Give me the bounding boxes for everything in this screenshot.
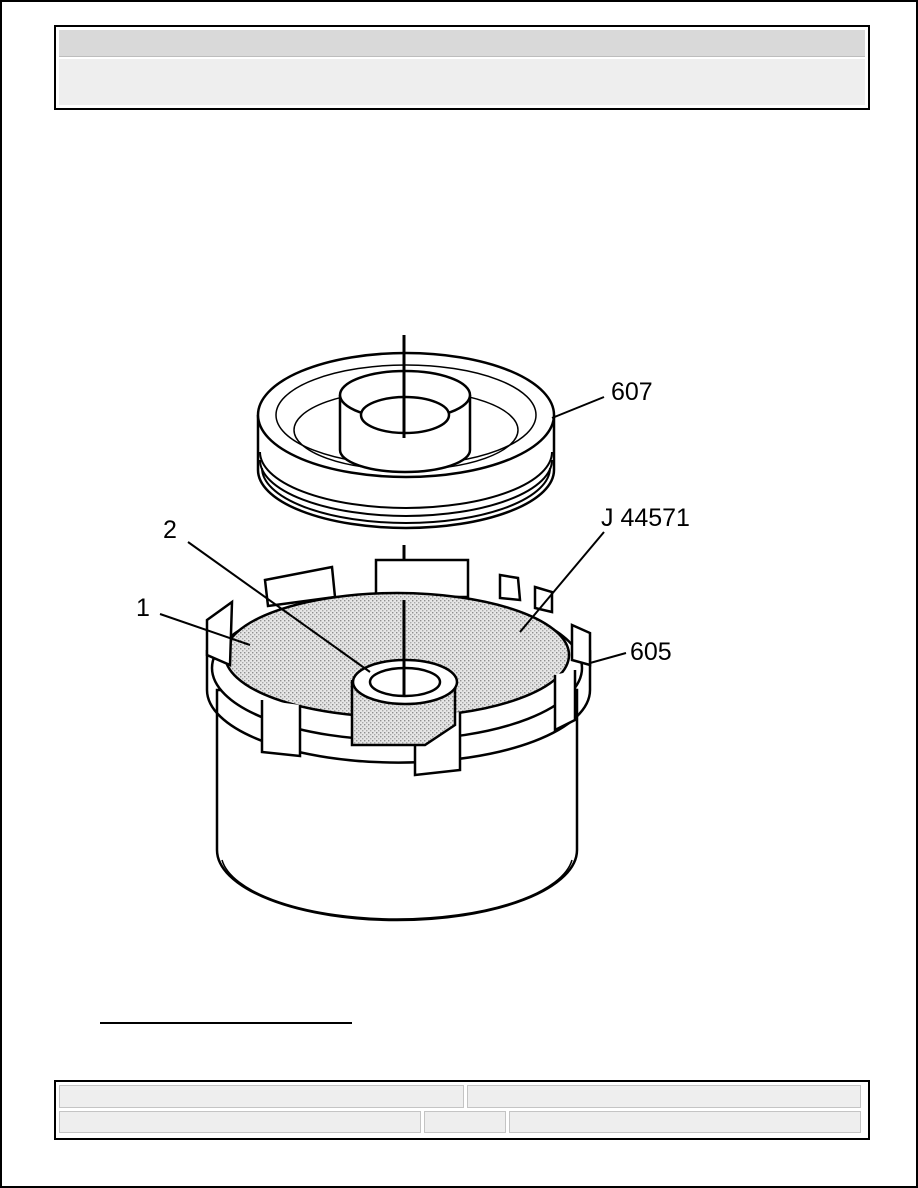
illustration: 607 J 44571 2 1 605 [120,330,740,930]
footer-cell-top-left [59,1085,464,1108]
header-subtitle-bar [59,59,865,105]
footer-box [54,1080,870,1140]
separator-rule [100,1022,352,1024]
header-title-bar [59,30,865,57]
callout-1: 1 [136,594,150,622]
footer-cell-bottom-left [59,1111,421,1133]
footer-cell-bottom-middle [424,1111,506,1133]
housing-605 [205,558,592,922]
footer-cell-top-right [467,1085,861,1108]
leader-lines [159,396,627,673]
piston-607 [256,351,556,530]
header-box [54,25,870,110]
callout-tool: J 44571 [601,504,690,532]
footer-cell-bottom-right [509,1111,861,1133]
callout-2: 2 [163,516,177,544]
callout-607: 607 [611,378,653,406]
callout-605: 605 [630,638,672,666]
exploded-view-drawing: 607 J 44571 2 1 605 [136,335,690,922]
